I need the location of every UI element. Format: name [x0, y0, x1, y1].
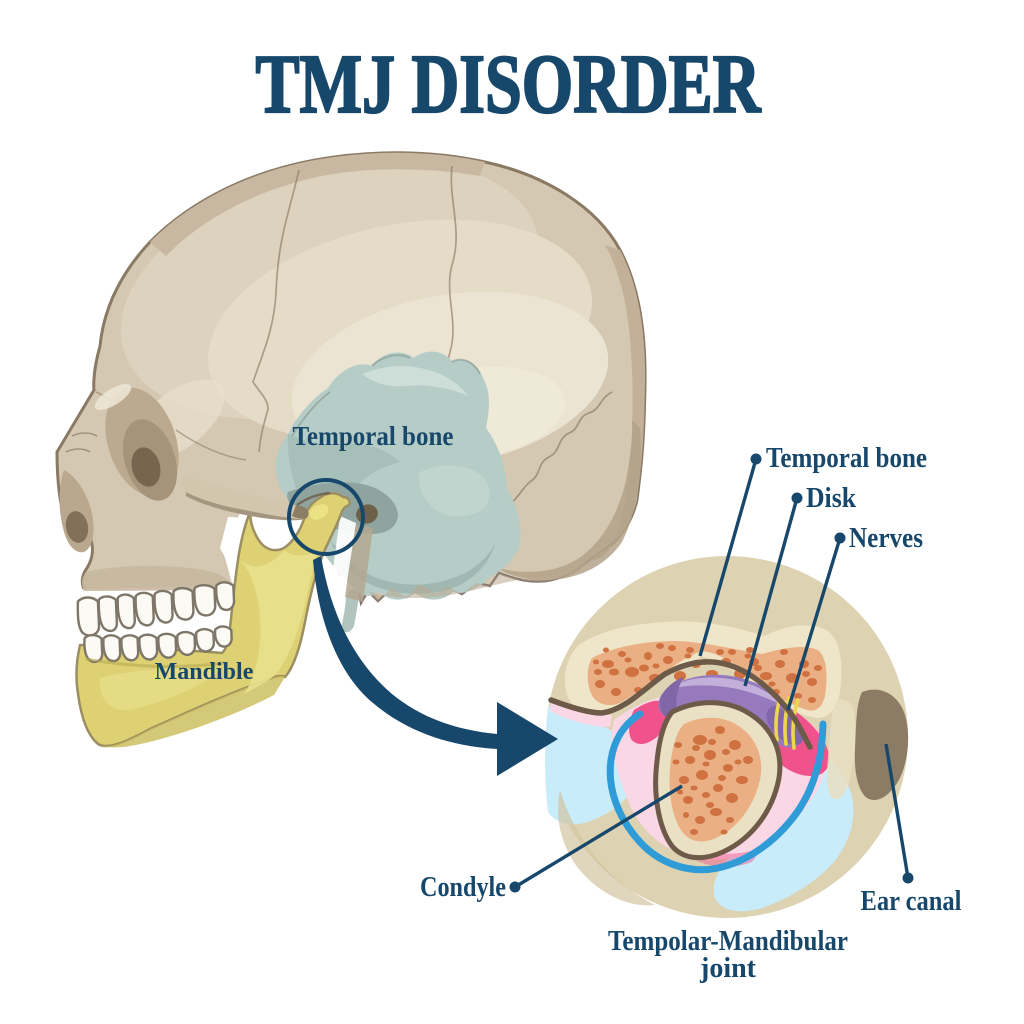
svg-text:Nerves: Nerves	[849, 523, 923, 554]
svg-text:Temporal bone: Temporal bone	[766, 443, 927, 474]
svg-text:Condyle: Condyle	[420, 872, 506, 903]
svg-text:Mandible: Mandible	[155, 659, 254, 685]
svg-text:Ear canal: Ear canal	[861, 886, 962, 917]
svg-text:Temporal bone: Temporal bone	[293, 421, 454, 451]
svg-text:joint: joint	[699, 953, 757, 984]
svg-text:Disk: Disk	[806, 483, 856, 514]
svg-text:Tempolar-Mandibular: Tempolar-Mandibular	[608, 926, 848, 957]
svg-text:TMJ DISORDER: TMJ DISORDER	[256, 38, 762, 131]
